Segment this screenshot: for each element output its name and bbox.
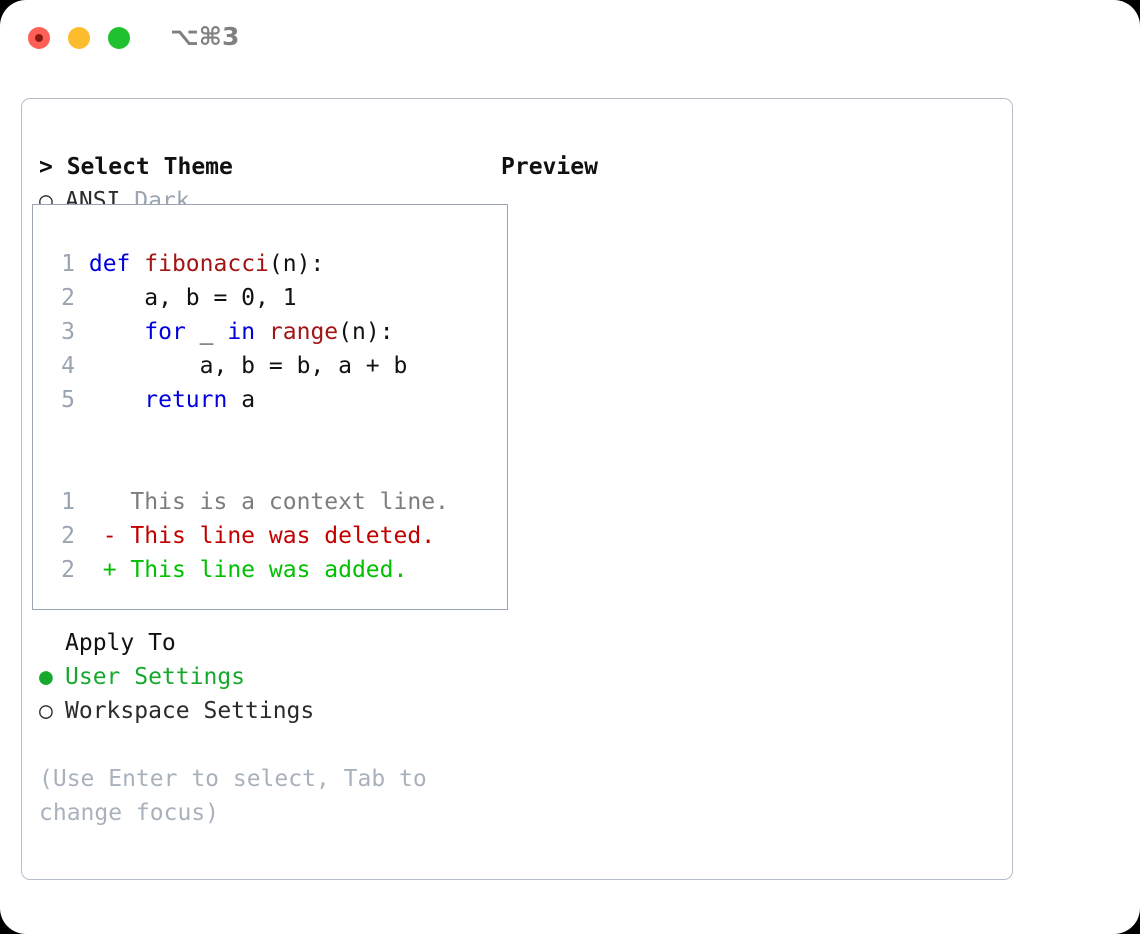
token-plain: a, b = 0, 1 <box>88 285 297 311</box>
token-keyword: for <box>144 319 186 345</box>
token-plain <box>89 387 144 413</box>
token-plain: (n): <box>338 319 394 345</box>
token-plain: a <box>227 387 256 413</box>
code-blank-line <box>49 417 449 451</box>
code-line: 3 for _ in range(n): <box>49 315 449 349</box>
radio-icon-selected[interactable]: ● <box>39 664 53 690</box>
apply-to-header: Apply To <box>65 630 176 656</box>
token-plain <box>89 319 144 345</box>
line-number: 2 <box>61 557 75 583</box>
preview-column: Preview <box>501 150 598 184</box>
apply-to-label: User Settings <box>65 664 246 690</box>
keyboard-shortcut-label: ⌥⌘3 <box>170 22 240 51</box>
line-number: 5 <box>61 387 75 413</box>
line-number: 1 <box>61 489 75 515</box>
code-line: 4 a, b = b, a + b <box>49 349 449 383</box>
line-number: 2 <box>61 285 75 311</box>
apply-to-item-workspace-settings[interactable]: ○ Workspace Settings <box>39 694 489 728</box>
token-keyword: in <box>227 319 256 345</box>
diff-line-added: 2 + This line was added. <box>49 553 449 587</box>
line-number: 4 <box>61 353 75 379</box>
code-line: 1 def fibonacci(n): <box>49 247 449 281</box>
maximize-button[interactable] <box>108 27 130 49</box>
code-line: 5 return a <box>49 383 449 417</box>
token-keyword: def <box>88 251 131 277</box>
token-plain: (n): <box>268 251 325 277</box>
token-function: range <box>268 319 339 345</box>
token-plain <box>255 319 269 345</box>
line-number: 2 <box>61 523 75 549</box>
preview-box: 1 def fibonacci(n): 2 a, b = 0, 1 3 for … <box>32 204 508 610</box>
token-plain: _ <box>185 319 228 345</box>
line-number: 1 <box>61 251 75 277</box>
diff-text: + This line was added. <box>88 557 408 583</box>
apply-to-label: Workspace Settings <box>65 698 315 724</box>
token-plain: a, b = b, a + b <box>88 353 408 379</box>
title-bar: ⌥⌘3 <box>0 0 1140 78</box>
preview-title: Preview <box>501 154 598 180</box>
token-keyword: return <box>144 387 228 413</box>
code-sample: 1 def fibonacci(n): 2 a, b = 0, 1 3 for … <box>49 247 449 587</box>
diff-text: This is a context line. <box>88 489 449 515</box>
code-blank-line <box>49 451 449 485</box>
minimize-button[interactable] <box>68 27 90 49</box>
apply-to-item-user-settings[interactable]: ● User Settings <box>39 660 489 694</box>
diff-line-deleted: 2 - This line was deleted. <box>49 519 449 553</box>
theme-picker-header: > Select Theme <box>39 154 233 180</box>
diff-text: - This line was deleted. <box>88 523 436 549</box>
token-plain <box>130 251 144 277</box>
token-function: fibonacci <box>144 251 269 277</box>
code-line: 2 a, b = 0, 1 <box>49 281 449 315</box>
keyboard-hint-text: (Use Enter to select, Tab to change focu… <box>39 766 427 826</box>
line-number: 3 <box>61 319 75 345</box>
diff-line-context: 1 This is a context line. <box>49 485 449 519</box>
close-icon <box>35 34 43 42</box>
main-panel: > Select Theme ○ANSI Dark ○Atom One Dark… <box>21 98 1013 880</box>
radio-icon[interactable]: ○ <box>39 698 53 724</box>
